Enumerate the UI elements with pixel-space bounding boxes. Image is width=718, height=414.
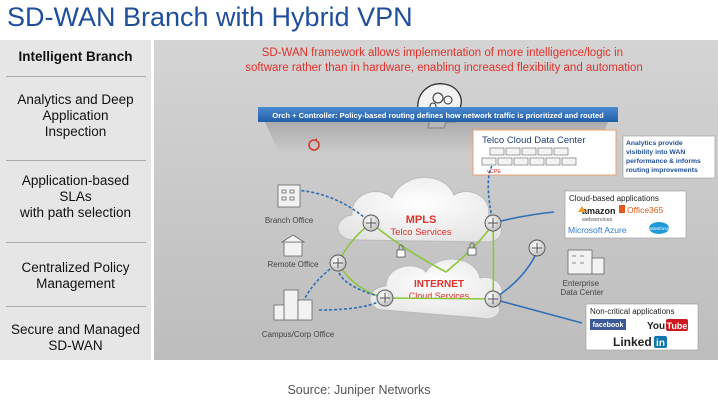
sidebar-item-line: SLAs xyxy=(59,189,92,204)
microsoft-azure-text: Microsoft Azure xyxy=(568,225,627,235)
campus-office-label: Campus/Corp Office xyxy=(262,330,335,339)
page-title: SD-WAN Branch with Hybrid VPN xyxy=(7,2,413,32)
sidebar-item-line: Inspection xyxy=(44,124,107,139)
sidebar-divider xyxy=(6,76,146,77)
facebook-logo xyxy=(590,319,626,330)
youtube-tube-text: Tube xyxy=(667,321,688,331)
lock-icon xyxy=(396,244,406,258)
router-icon xyxy=(484,214,502,232)
branch-office-building-icon xyxy=(277,184,301,208)
router-icon xyxy=(329,254,347,272)
mpls-subtitle: Telco Services xyxy=(390,227,451,238)
sidebar-item-line: Management xyxy=(36,276,115,291)
sidebar-divider xyxy=(6,306,146,307)
remote-office-house-icon xyxy=(280,234,306,257)
aws-cube-icon xyxy=(578,206,586,212)
router-icon xyxy=(484,290,502,308)
amazon-webservices-text: webservices xyxy=(581,217,613,223)
sidebar-divider xyxy=(6,242,146,243)
analytics-note xyxy=(622,135,716,179)
linkedin-logo-text: Linked xyxy=(613,335,652,349)
controller-banner-text: Orch + Controller: Policy-based routing … xyxy=(272,111,604,120)
linkedin-logo-badge xyxy=(654,336,667,348)
sidebar-item-line: with path selection xyxy=(19,205,132,220)
sidebar-item-line: Secure and Managed xyxy=(10,322,141,337)
sidebar-item-line: Analytics and Deep xyxy=(17,92,134,107)
telco-cloud-dc-label: Telco Cloud Data Center xyxy=(482,135,586,146)
sidebar-divider xyxy=(6,160,146,161)
facebook-logo-text: facebook xyxy=(593,322,624,329)
enterprise-data-center-label: Enterprise Data Center xyxy=(560,279,603,297)
sidebar-item-line: Application-based xyxy=(21,173,130,188)
sidebar-item-line: Intelligent Branch xyxy=(18,49,133,64)
internet-subtitle: Cloud Services xyxy=(409,291,470,301)
remote-office-label: Remote Office xyxy=(268,260,320,269)
router-icon xyxy=(528,239,546,257)
framework-description: SD-WAN framework allows implementation o… xyxy=(245,47,643,74)
source-caption: Source: Juniper Networks xyxy=(287,383,431,397)
internet-cloud xyxy=(369,258,503,320)
lock-icon xyxy=(467,242,477,256)
sdwan-diagram: SD-WAN framework allows implementation o… xyxy=(154,40,718,360)
sidebar-item-intelligent-branch: Intelligent Branch xyxy=(0,49,151,65)
router-icon xyxy=(362,214,380,232)
noncritical-apps-title: Non-critical applications xyxy=(590,307,674,316)
server-rack-icon xyxy=(481,147,577,166)
internet-title: INTERNET xyxy=(414,279,464,290)
enterprise-data-center-icon xyxy=(567,249,605,275)
office365-icon xyxy=(619,205,625,213)
controller-banner xyxy=(258,107,618,122)
youtube-logo-badge xyxy=(666,319,688,331)
salesforce-cloud-icon xyxy=(649,222,669,234)
router-icon xyxy=(376,289,394,307)
campus-building-icon xyxy=(273,289,313,321)
vcpe-label: vCPE xyxy=(487,169,501,175)
branch-office-label: Branch Office xyxy=(265,216,314,225)
amazon-logo-text: amazon xyxy=(582,206,616,216)
sidebar-item-line: Application xyxy=(42,108,109,123)
analytics-note-text: Analytics provide visibility into WAN pe… xyxy=(626,140,703,174)
cloud-apps-title: Cloud-based applications xyxy=(569,194,659,203)
office365-logo-text: Office365 xyxy=(627,205,664,215)
linkedin-in-text: in xyxy=(656,338,665,349)
sidebar-item-line: Centralized Policy xyxy=(21,260,130,275)
mpls-title: MPLS xyxy=(406,214,437,226)
sidebar-item-line: SD-WAN xyxy=(48,338,103,353)
salesforce-logo-text: salesforce xyxy=(649,226,670,231)
youtube-logo-text: You xyxy=(647,321,665,332)
